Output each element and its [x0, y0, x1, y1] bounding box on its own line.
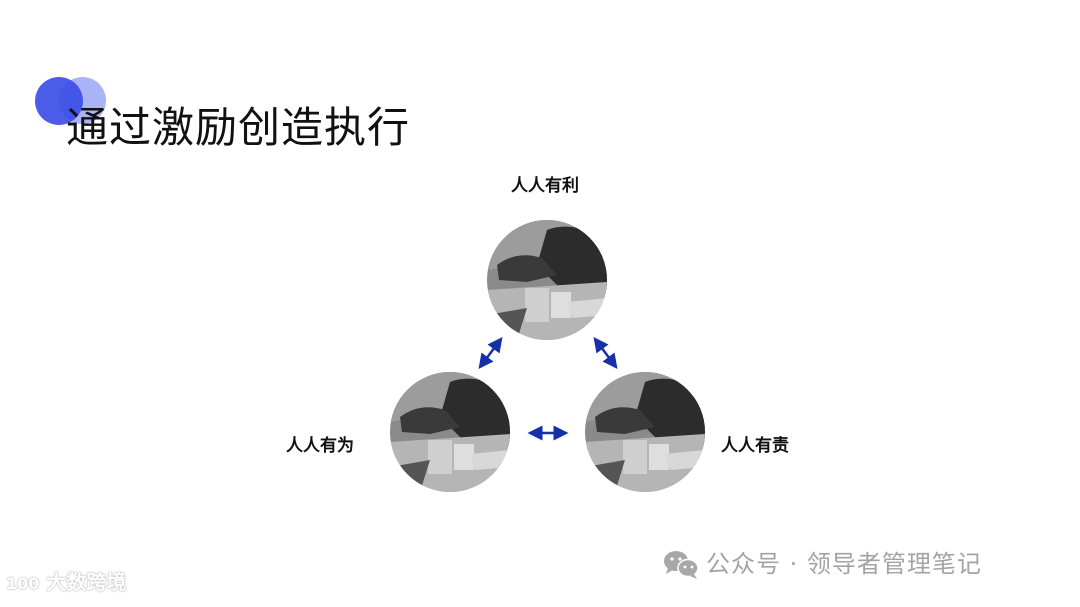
logo-text: 大数跨境: [46, 570, 127, 594]
logo-watermark: 100 大数跨境: [6, 568, 126, 598]
node-label-left: 人人有为: [286, 436, 354, 456]
node-label-right: 人人有责: [721, 436, 789, 456]
node-photo-right: [585, 372, 705, 492]
node-photo-left: [390, 372, 510, 492]
logo-mark: 100: [6, 574, 40, 593]
wechat-icon: [664, 551, 699, 579]
decorative-circle-dark: [35, 77, 83, 125]
node-label-top: 人人有利: [511, 176, 579, 196]
handshake-photo-icon: [585, 372, 705, 492]
slide-title: 通过激励创造执行: [66, 103, 411, 152]
handshake-photo-icon: [390, 372, 510, 492]
double-arrow-top-right: [593, 337, 618, 369]
wechat-watermark: 公众号 · 领导者管理笔记: [706, 550, 982, 578]
double-arrow-top-left: [478, 337, 503, 369]
